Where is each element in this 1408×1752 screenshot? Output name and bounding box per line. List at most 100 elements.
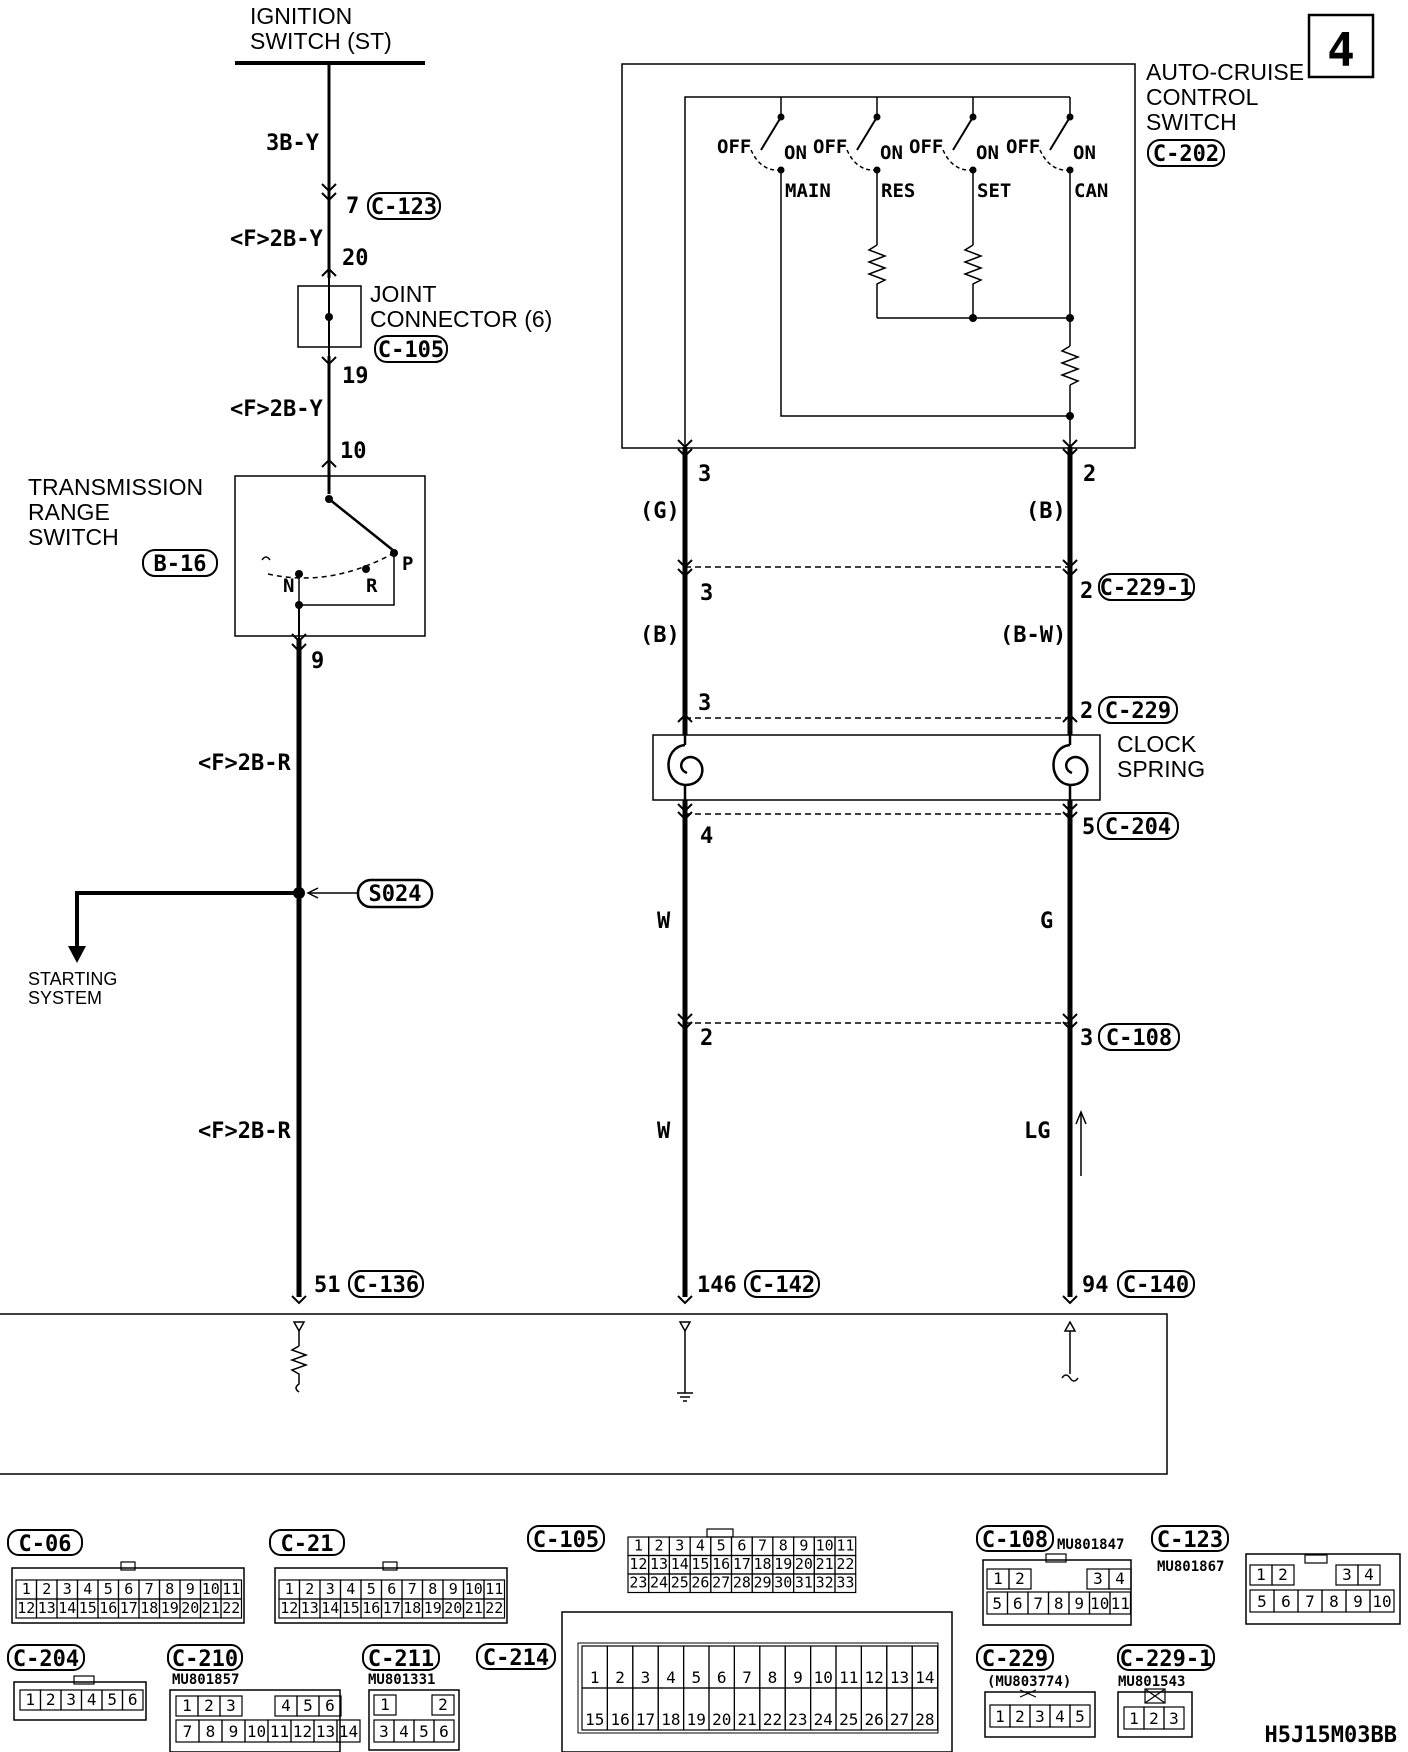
pin-number: 6 [124, 1580, 133, 1598]
wire-label-f2b-y-1: <F>2B-Y [230, 227, 323, 252]
pin-number: 2 [1015, 1569, 1025, 1588]
pin-number: 19 [687, 1710, 706, 1729]
switch-on-label: ON [784, 142, 807, 164]
connector-label: C-210 [172, 1647, 238, 1672]
pin-number: 9 [799, 1537, 808, 1555]
pin-number: 21 [465, 1599, 483, 1617]
ecu-output-right [1063, 1320, 1077, 1332]
pin-number: 13 [316, 1722, 335, 1741]
left-pin-2: 2 [700, 1026, 713, 1051]
pin-number: 7 [742, 1668, 752, 1687]
pin-number: 5 [367, 1580, 376, 1598]
transmission-range-switch-box [234, 475, 426, 637]
conn-c202-badge [1147, 139, 1225, 167]
pin-number: 21 [816, 1555, 834, 1573]
pin-number: 3 [675, 1537, 684, 1555]
switch-on-dot [969, 166, 977, 174]
pin-number: 15 [585, 1710, 604, 1729]
pin-number: 25 [839, 1710, 858, 1729]
pin-cell [220, 1598, 243, 1619]
pin-number: 14 [915, 1668, 934, 1687]
acs-main-line [780, 172, 1070, 417]
conn-b16-badge [142, 549, 218, 577]
connector-badge [362, 1644, 440, 1671]
pin-number: 2 [655, 1537, 664, 1555]
pin-number: 3 [326, 1580, 335, 1598]
right-pin-2c: 2 [1080, 699, 1093, 724]
c229-key-icon [1019, 1689, 1037, 1698]
pin-number: 5 [1075, 1707, 1085, 1726]
pin-number: 7 [408, 1580, 417, 1598]
pin-number: 30 [774, 1574, 792, 1592]
conn-c105-badge [374, 335, 448, 363]
pin-number: 5 [419, 1722, 429, 1741]
pin-51: 51 [314, 1273, 341, 1298]
connector-label: C-229 [982, 1647, 1048, 1672]
pin-number: 5 [107, 1690, 117, 1709]
switch-on-label: ON [1073, 142, 1096, 164]
pin-number: 6 [1013, 1594, 1023, 1613]
pin-20: 20 [342, 246, 369, 271]
pin-number: 16 [99, 1599, 117, 1617]
pin-number: 14 [339, 1722, 358, 1741]
switch-on-dot [873, 166, 881, 174]
pin-9: 9 [311, 649, 324, 674]
pin-number: 19 [774, 1555, 792, 1573]
conn-c229-badge [1098, 696, 1178, 724]
connector-arrow [321, 458, 337, 468]
pin-number: 3 [1169, 1709, 1179, 1728]
conn-c108-badge [1098, 1023, 1180, 1051]
left-color-w-1: W [657, 909, 671, 934]
part-number: MU801867 [1157, 1559, 1224, 1575]
page-number: 4 [1327, 23, 1355, 77]
pin-number: 3 [1342, 1565, 1352, 1584]
c214-housing [561, 1611, 953, 1752]
latch [120, 1561, 136, 1571]
pos-p: P [402, 553, 413, 575]
pin-number: 1 [285, 1580, 294, 1598]
right-pin-2a: 2 [1083, 462, 1096, 487]
pin-number: 11 [1111, 1594, 1130, 1613]
acs-line1: AUTO-CRUISE [1146, 59, 1304, 85]
latch [73, 1675, 95, 1685]
pin-number: 10 [247, 1722, 266, 1741]
splice-badge [356, 878, 434, 909]
left-pin-4: 4 [700, 824, 713, 849]
pin-number: 10 [202, 1580, 220, 1598]
ecu-input-left [292, 1321, 306, 1333]
conn-c140-badge [1117, 1270, 1195, 1298]
c229-1-housing [1117, 1691, 1193, 1738]
pin-number: 9 [1074, 1594, 1084, 1613]
right-color-lg: LG [1024, 1119, 1051, 1144]
pin-number: 2 [204, 1696, 214, 1715]
connector-badge [976, 1525, 1054, 1552]
part-number: MU801847 [1057, 1537, 1124, 1553]
pin-7: 7 [346, 194, 359, 219]
conn-c229-1: C-229-1 [1100, 576, 1193, 601]
switch-arm [328, 498, 395, 552]
pin-number: 3 [226, 1696, 236, 1715]
connector-badge [1117, 1644, 1215, 1671]
right-pin-3: 3 [1080, 1026, 1093, 1051]
pin-cell [1008, 1568, 1032, 1590]
pin-number: 4 [281, 1696, 291, 1715]
latch [1304, 1554, 1328, 1564]
pin-number: 18 [140, 1599, 158, 1617]
starting-line2: SYSTEM [28, 988, 102, 1008]
pin-number: 7 [758, 1537, 767, 1555]
c21-housing [274, 1567, 508, 1624]
pin-number: 9 [186, 1580, 195, 1598]
pin-number: 9 [1353, 1592, 1363, 1611]
pin-number: 6 [387, 1580, 396, 1598]
pin-number: 28 [733, 1574, 751, 1592]
pin-number: 3 [1093, 1569, 1103, 1588]
c123-housing [1245, 1553, 1401, 1625]
pin-number: 3 [1035, 1707, 1045, 1726]
pos-r: R [366, 575, 378, 597]
switch-name-res: RES [881, 180, 915, 202]
pin-number: 18 [661, 1710, 680, 1729]
wire-label-f2b-y-2: <F>2B-Y [230, 397, 323, 422]
pin-number: 23 [629, 1574, 647, 1592]
